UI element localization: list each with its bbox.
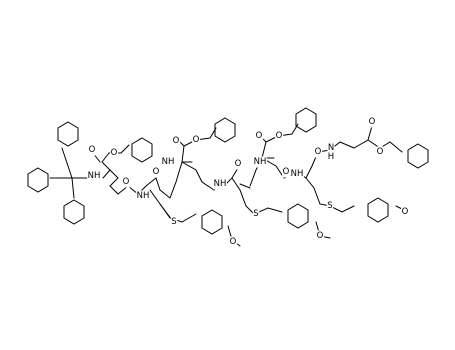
atom-label-bg [88,144,97,156]
atom-label-bg [229,236,238,248]
atom-nh-3: NH [162,157,175,167]
atom-o-m1: O [230,237,237,247]
atom-label-bg [253,156,267,168]
atom-nh-2: NH [137,191,150,201]
benzyl-ring-1 [131,137,153,163]
atom-label-bg [282,166,291,178]
methoxyphenyl-ring-2 [287,203,309,229]
atom-label-bg [192,134,201,146]
atom-o-3: O [153,167,160,177]
bond-lines [49,123,409,247]
atom-nh-trityl: NH [88,171,101,181]
atom-label-bg [376,146,385,158]
atom-s-3: S [327,201,332,211]
atom-label-bg [152,166,161,178]
atom-nh-6: NH [291,169,304,179]
atom-o-2: O [123,177,130,187]
atom-label-bg [401,206,410,218]
atom-o-8: O [369,117,376,127]
atom-o-5b: O [256,131,263,141]
atom-label-bg [326,200,334,212]
atom-label-bg [161,156,175,168]
atom-nh-4: NH [214,179,227,189]
atom-n-7: N [328,143,334,153]
atom-o-4: O [193,135,200,145]
atom-label-bg [110,147,119,159]
atom-o-5: O [235,159,242,169]
atom-o-m3: O [402,207,409,217]
atom-nh-5: NH [254,157,267,167]
atom-o-m2: O [317,231,324,241]
atom-label-bg [213,178,227,190]
atom-o-7b: O [315,147,322,157]
atom-label-bg [255,130,264,142]
trityl-phenyl-left [27,167,49,193]
atom-label-bg [316,230,325,242]
atom-o-1b: O [111,148,118,158]
atom-label-bg [136,190,150,202]
atom-label-bg [172,135,181,147]
benzyl-ring-4 [407,143,429,169]
atom-o-3b: O [173,136,180,146]
atom-s-2: S [253,209,258,219]
atom-label-bg [327,142,335,154]
atom-labels: NH O O O NH O NH O O S O NH O S O NH O O… [88,117,409,247]
atom-s-1: S [171,217,176,227]
atom-label-bg [122,176,131,188]
atom-label-bg [275,130,284,142]
atom-label-bg [327,151,335,163]
atom-label-bg [87,170,101,182]
atom-h-7: H [328,152,334,162]
benzyl-ring-2 [214,117,236,143]
atom-label-backgrounds [87,116,410,248]
atom-label-bg [234,158,243,170]
methoxyphenyl-ring-3 [367,197,389,223]
aromatic-rings [27,107,429,235]
trityl-phenyl-top [57,121,79,147]
atom-label-bg [290,168,304,180]
atom-o-6: O [276,131,283,141]
atom-label-bg [252,208,260,220]
methoxyphenyl-ring-1 [201,209,223,235]
atom-label-bg [170,216,178,228]
atom-o-1: O [89,145,96,155]
benzyl-ring-3 [295,107,317,133]
atom-label-bg [368,116,377,128]
atom-o-7: O [283,167,290,177]
trityl-phenyl-bottom [63,199,85,225]
atom-o-8b: O [377,147,384,157]
atom-label-bg [314,146,323,158]
